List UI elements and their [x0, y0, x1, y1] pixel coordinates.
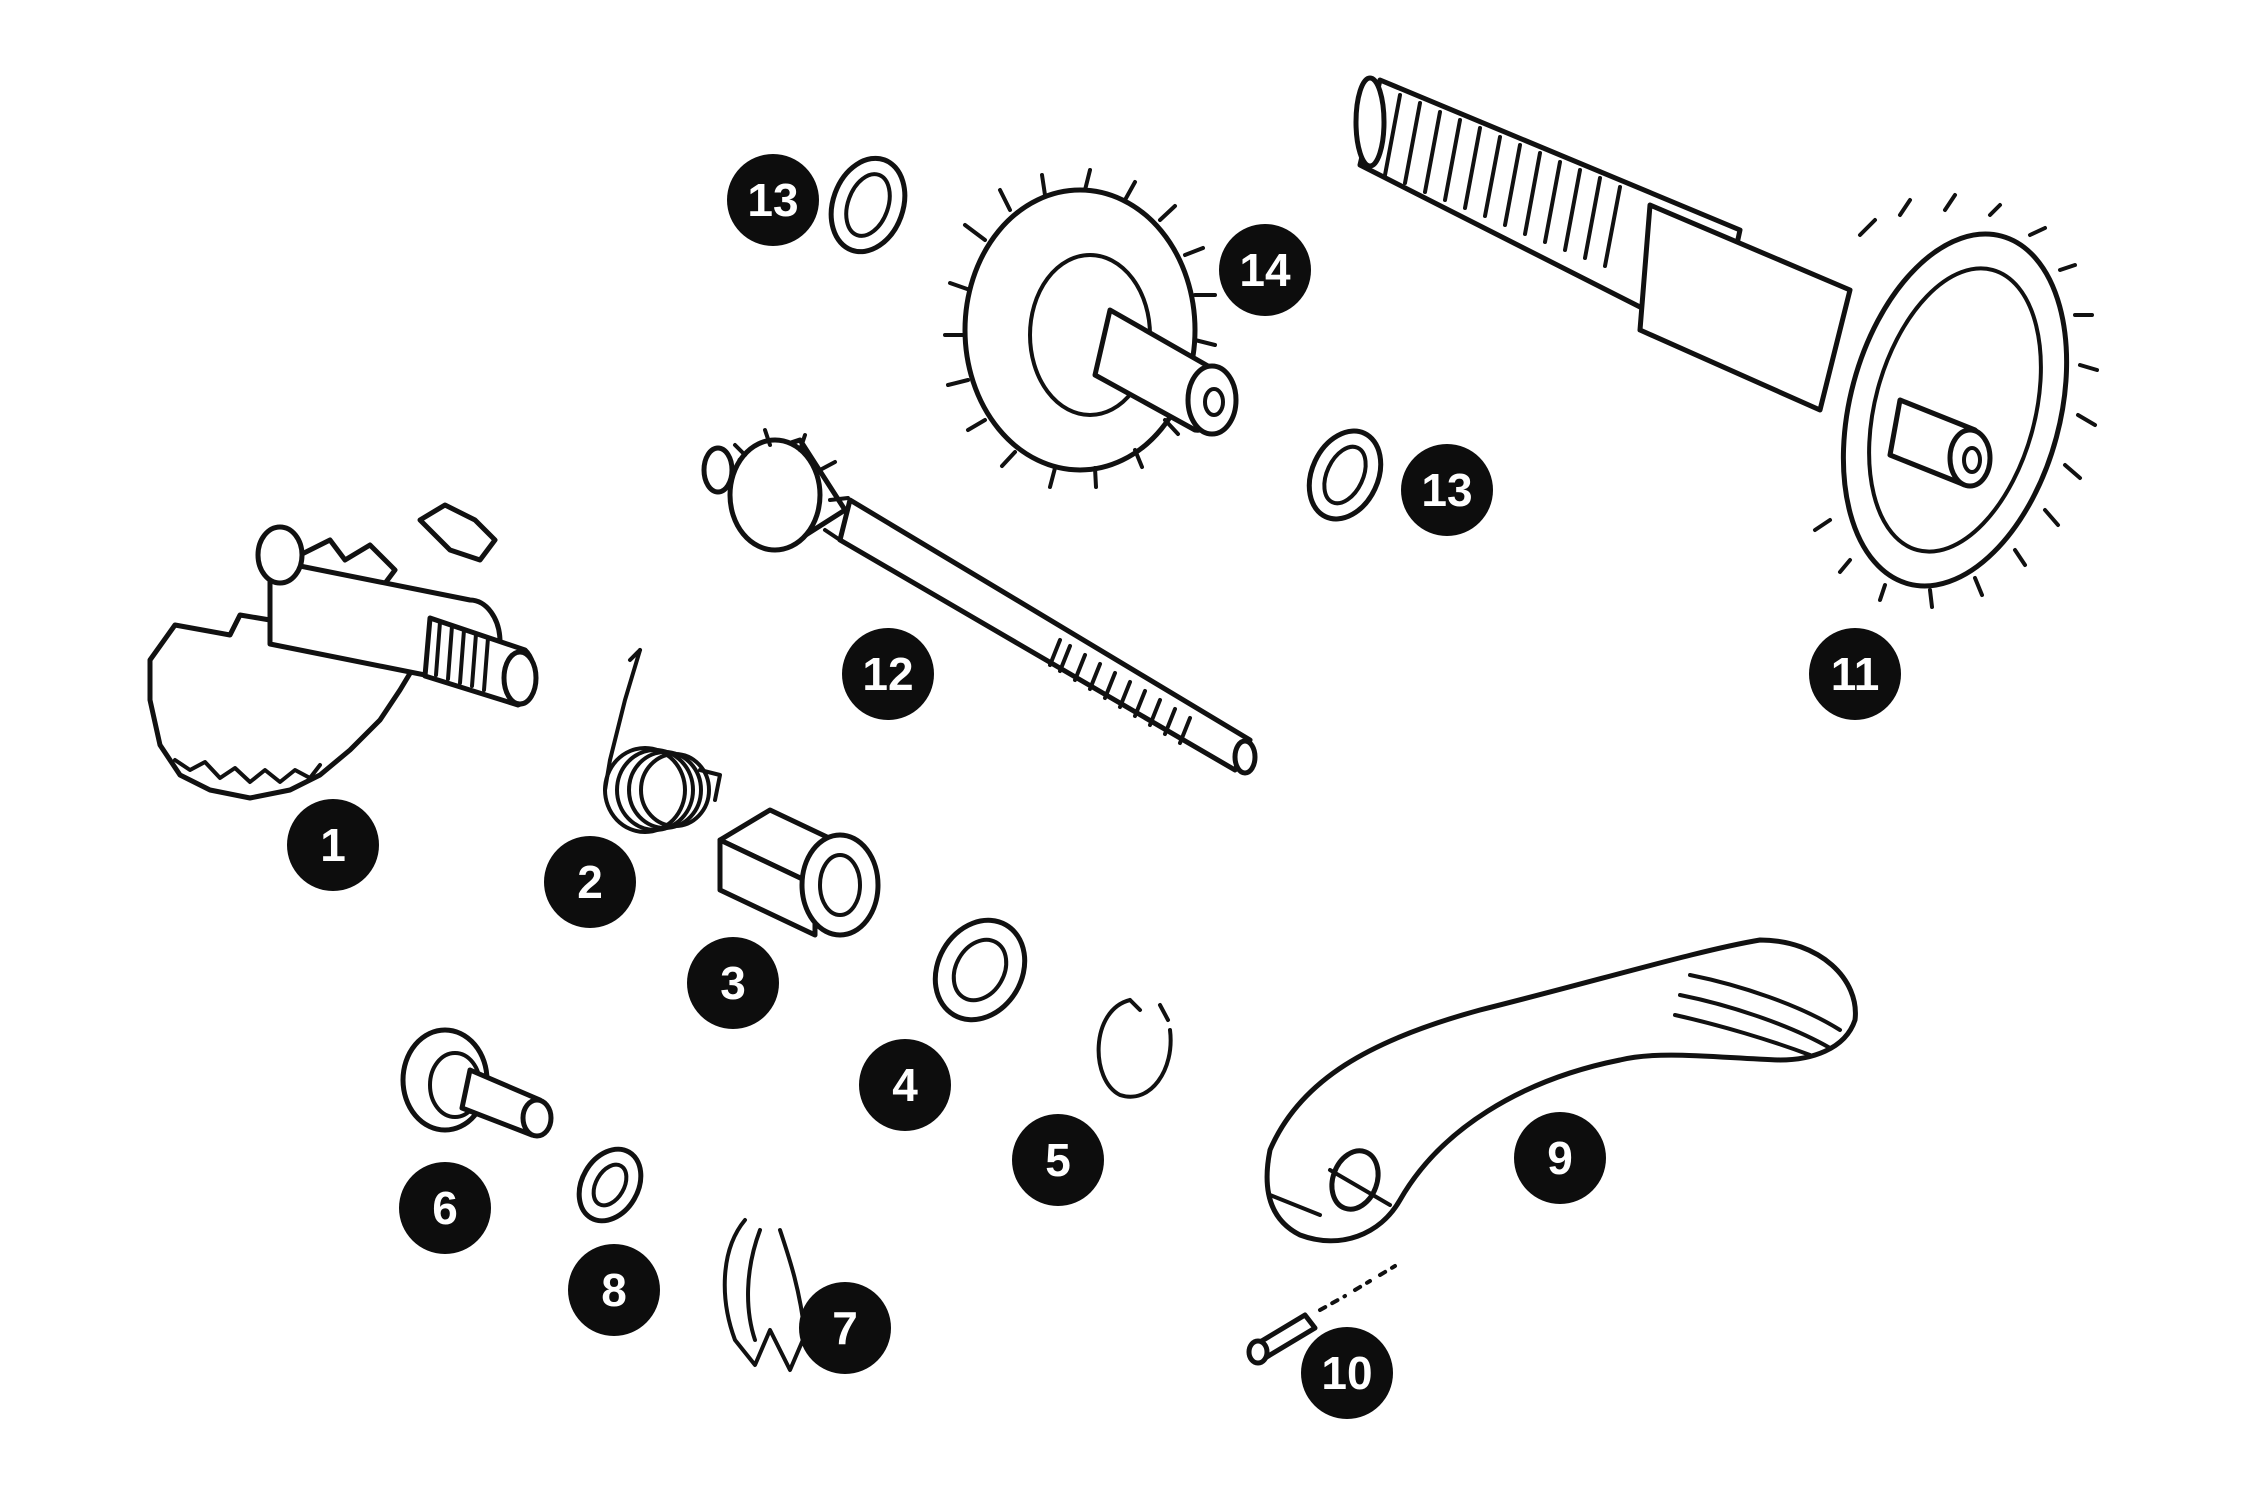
callout-number: 13 — [1421, 464, 1472, 516]
part-6-ratchet — [400, 1027, 554, 1139]
callouts: 1 2 3 4 5 6 7 8 — [287, 154, 1901, 1419]
callout-6: 6 — [399, 1162, 491, 1254]
callout-10: 10 — [1301, 1327, 1393, 1419]
callout-5: 5 — [1012, 1114, 1104, 1206]
part-11-main-shaft — [1353, 75, 2099, 609]
part-5-circlip — [1096, 998, 1173, 1099]
callout-disc — [1809, 628, 1901, 720]
part-9-kickstart-lever — [1264, 937, 1858, 1244]
callout-number: 6 — [432, 1182, 458, 1234]
callout-number: 11 — [1831, 648, 1880, 700]
callout-disc — [544, 836, 636, 928]
callout-disc — [687, 937, 779, 1029]
callout-4: 4 — [859, 1039, 951, 1131]
callout-8: 8 — [568, 1244, 660, 1336]
callout-13-lower: 13 — [1401, 444, 1493, 536]
callout-disc — [1301, 1327, 1393, 1419]
part-4-washer — [932, 917, 1028, 1023]
part-1-kickstart-shaft — [147, 502, 539, 801]
callout-2: 2 — [544, 836, 636, 928]
callout-12: 12 — [842, 628, 934, 720]
callout-number: 13 — [747, 174, 798, 226]
part-10-pin — [1246, 1264, 1397, 1366]
callout-disc — [727, 154, 819, 246]
callout-disc — [568, 1244, 660, 1336]
callout-number: 2 — [577, 856, 603, 908]
callout-14: 14 — [1219, 224, 1311, 316]
callout-9: 9 — [1514, 1112, 1606, 1204]
part-7-clip — [722, 1218, 807, 1372]
callout-number: 4 — [892, 1059, 918, 1111]
callout-disc — [399, 1162, 491, 1254]
part-2-spring — [603, 648, 722, 834]
part-13-washer-lower — [1306, 428, 1384, 522]
callout-disc — [799, 1282, 891, 1374]
callout-number: 8 — [601, 1264, 627, 1316]
callout-disc — [859, 1039, 951, 1131]
callout-disc — [287, 799, 379, 891]
part-12-secondary-shaft — [701, 428, 1258, 776]
callout-disc — [1401, 444, 1493, 536]
callout-disc — [1219, 224, 1311, 316]
callout-3: 3 — [687, 937, 779, 1029]
part-3-bushing — [717, 807, 881, 938]
callout-number: 10 — [1321, 1347, 1372, 1399]
part-8-small-washer — [576, 1146, 644, 1224]
callout-number: 7 — [832, 1302, 858, 1354]
callout-number: 1 — [320, 819, 346, 871]
part-14-double-gear — [943, 168, 1239, 489]
callout-7: 7 — [799, 1282, 891, 1374]
part-13-washer-upper — [828, 155, 908, 255]
callout-disc — [1012, 1114, 1104, 1206]
callout-number: 12 — [862, 648, 913, 700]
callout-number: 9 — [1547, 1132, 1573, 1184]
callout-number: 5 — [1045, 1134, 1071, 1186]
callout-disc — [1514, 1112, 1606, 1204]
callout-11: 11 — [1809, 628, 1901, 720]
callout-13-upper: 13 — [727, 154, 819, 246]
callout-number: 3 — [720, 957, 746, 1009]
callout-disc — [842, 628, 934, 720]
callout-1: 1 — [287, 799, 379, 891]
callout-number: 14 — [1239, 244, 1291, 296]
